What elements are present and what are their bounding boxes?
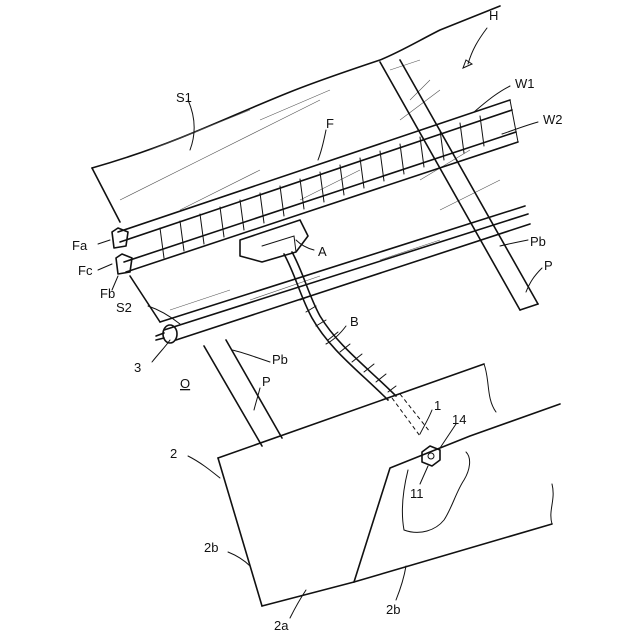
- label-2: 2: [170, 446, 177, 461]
- label-h: H: [489, 8, 498, 23]
- purlin-upper: [380, 60, 538, 310]
- label-11: 11: [410, 486, 424, 501]
- label-p-upper: P: [544, 258, 553, 273]
- label-p-lower: P: [262, 374, 271, 389]
- label-2b-right: 2b: [386, 602, 400, 617]
- gutter-2: [218, 364, 560, 606]
- sheet-s2: [130, 206, 530, 343]
- label-w2: W2: [543, 112, 563, 127]
- label-pb-upper: Pb: [530, 234, 546, 249]
- label-a: A: [318, 244, 327, 259]
- label-s1: S1: [176, 90, 192, 105]
- label-fa: Fa: [72, 238, 88, 253]
- label-14: 14: [452, 412, 466, 427]
- label-1: 1: [434, 398, 441, 413]
- label-pb-lower: Pb: [272, 352, 288, 367]
- leader-lines: [98, 28, 542, 618]
- label-fb: Fb: [100, 286, 115, 301]
- reference-labels: H S1 F W1 W2 Fa Fc Fb A Pb P S2 B 3 Pb O…: [72, 8, 563, 633]
- label-f: F: [326, 116, 334, 131]
- label-o: O: [180, 376, 190, 391]
- label-w1: W1: [515, 76, 535, 91]
- label-b: B: [350, 314, 359, 329]
- sheet-s1: [92, 6, 500, 222]
- bracket-a: [240, 220, 308, 262]
- label-fc: Fc: [78, 263, 93, 278]
- label-s2: S2: [116, 300, 132, 315]
- purlin-lower: [204, 340, 282, 446]
- label-2b-left: 2b: [204, 540, 218, 555]
- label-3: 3: [134, 360, 141, 375]
- label-2a: 2a: [274, 618, 289, 633]
